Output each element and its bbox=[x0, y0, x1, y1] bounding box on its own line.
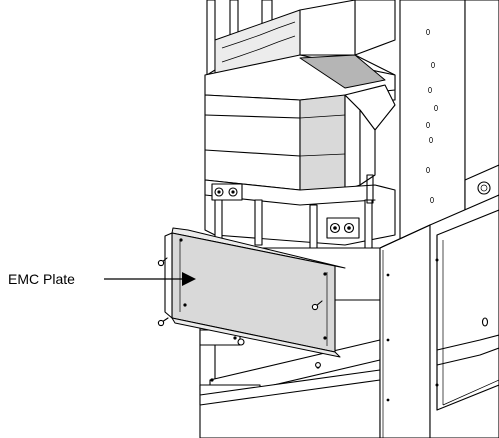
callout-arrowhead bbox=[182, 272, 196, 286]
enclosure-right bbox=[379, 194, 499, 438]
screw-top-left bbox=[157, 257, 168, 267]
right-frame bbox=[464, 0, 499, 216]
drive-chassis bbox=[204, 0, 396, 191]
terminal-area bbox=[204, 174, 396, 249]
plate-screws bbox=[157, 257, 323, 327]
base-screws bbox=[237, 338, 321, 368]
emc-plate bbox=[164, 227, 346, 358]
screw-bottom-left bbox=[157, 317, 169, 327]
terminal-block-right bbox=[326, 217, 360, 239]
terminal-block-left bbox=[211, 183, 243, 201]
screw-right bbox=[311, 300, 323, 311]
emc-plate-callout: EMC Plate bbox=[8, 271, 196, 287]
callout-label: EMC Plate bbox=[8, 271, 75, 287]
